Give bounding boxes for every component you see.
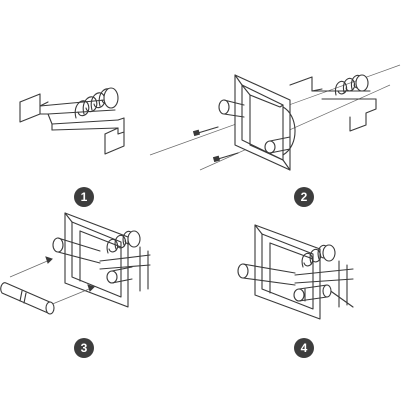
holder-frame <box>64 212 129 308</box>
step-3-spindle-illustration <box>0 212 151 315</box>
guide-arrow-top <box>9 256 53 278</box>
step-3-badge: 3 <box>74 338 94 358</box>
roller-tube <box>0 282 55 315</box>
bracket-cross <box>99 246 151 292</box>
holder-frame <box>234 74 296 171</box>
spring <box>74 87 119 119</box>
screw-top <box>192 126 219 137</box>
step-1-bracket-illustration <box>19 87 125 155</box>
step-2-mounting-illustration <box>149 64 401 171</box>
guide-arrow-bottom <box>49 284 95 306</box>
spindle-end <box>52 237 101 264</box>
side-arm <box>106 266 133 284</box>
step-4-badge: 4 <box>294 338 314 358</box>
roller-tube <box>293 284 332 302</box>
step-4-assembled-illustration <box>237 224 354 320</box>
side-arm <box>264 136 291 154</box>
bracket-right <box>104 117 125 155</box>
step-2-badge: 2 <box>294 187 314 207</box>
spindle-end <box>218 99 245 118</box>
screw-bottom <box>212 152 239 163</box>
spring <box>106 230 141 254</box>
bracket-with-spring <box>289 74 377 132</box>
bracket-left <box>19 93 119 131</box>
spring <box>301 244 336 268</box>
spindle <box>237 263 296 286</box>
step-1-badge: 1 <box>74 187 94 207</box>
